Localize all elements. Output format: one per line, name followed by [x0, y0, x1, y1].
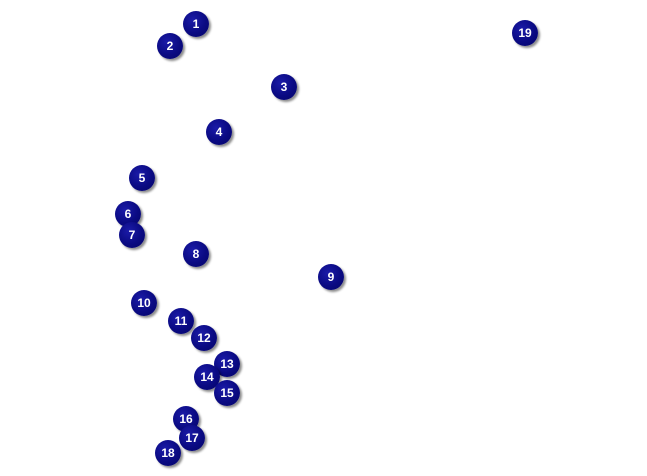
marker-19[interactable]: 19: [512, 20, 538, 46]
marker-1[interactable]: 1: [183, 11, 209, 37]
marker-15[interactable]: 15: [214, 380, 240, 406]
marker-17[interactable]: 17: [179, 425, 205, 451]
marker-4[interactable]: 4: [206, 119, 232, 145]
marker-5[interactable]: 5: [129, 165, 155, 191]
marker-2[interactable]: 2: [157, 33, 183, 59]
marker-3[interactable]: 3: [271, 74, 297, 100]
marker-12[interactable]: 12: [191, 325, 217, 351]
marker-7[interactable]: 7: [119, 222, 145, 248]
marker-10[interactable]: 10: [131, 290, 157, 316]
marker-9[interactable]: 9: [318, 264, 344, 290]
marker-11[interactable]: 11: [168, 308, 194, 334]
marker-8[interactable]: 8: [183, 241, 209, 267]
marker-18[interactable]: 18: [155, 440, 181, 466]
